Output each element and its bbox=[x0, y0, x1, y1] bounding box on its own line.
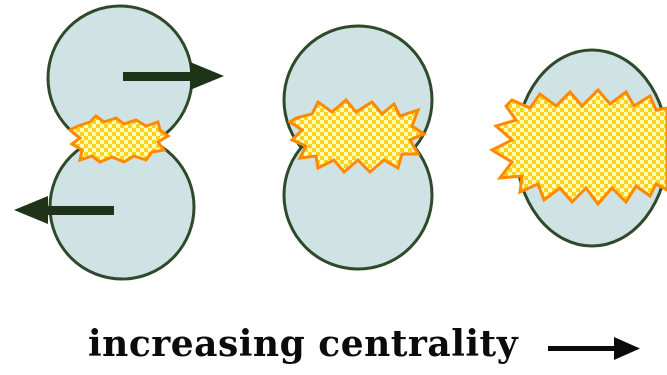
central-collision bbox=[492, 50, 667, 246]
fireball-large bbox=[492, 90, 667, 204]
mid-central-collision bbox=[284, 26, 432, 269]
caption-increasing-centrality: increasing centrality bbox=[88, 322, 518, 366]
arrow-left-icon bbox=[14, 196, 48, 224]
peripheral-collision bbox=[14, 6, 224, 279]
arrow-right-icon bbox=[548, 328, 643, 368]
arrow-right-icon bbox=[190, 62, 224, 90]
